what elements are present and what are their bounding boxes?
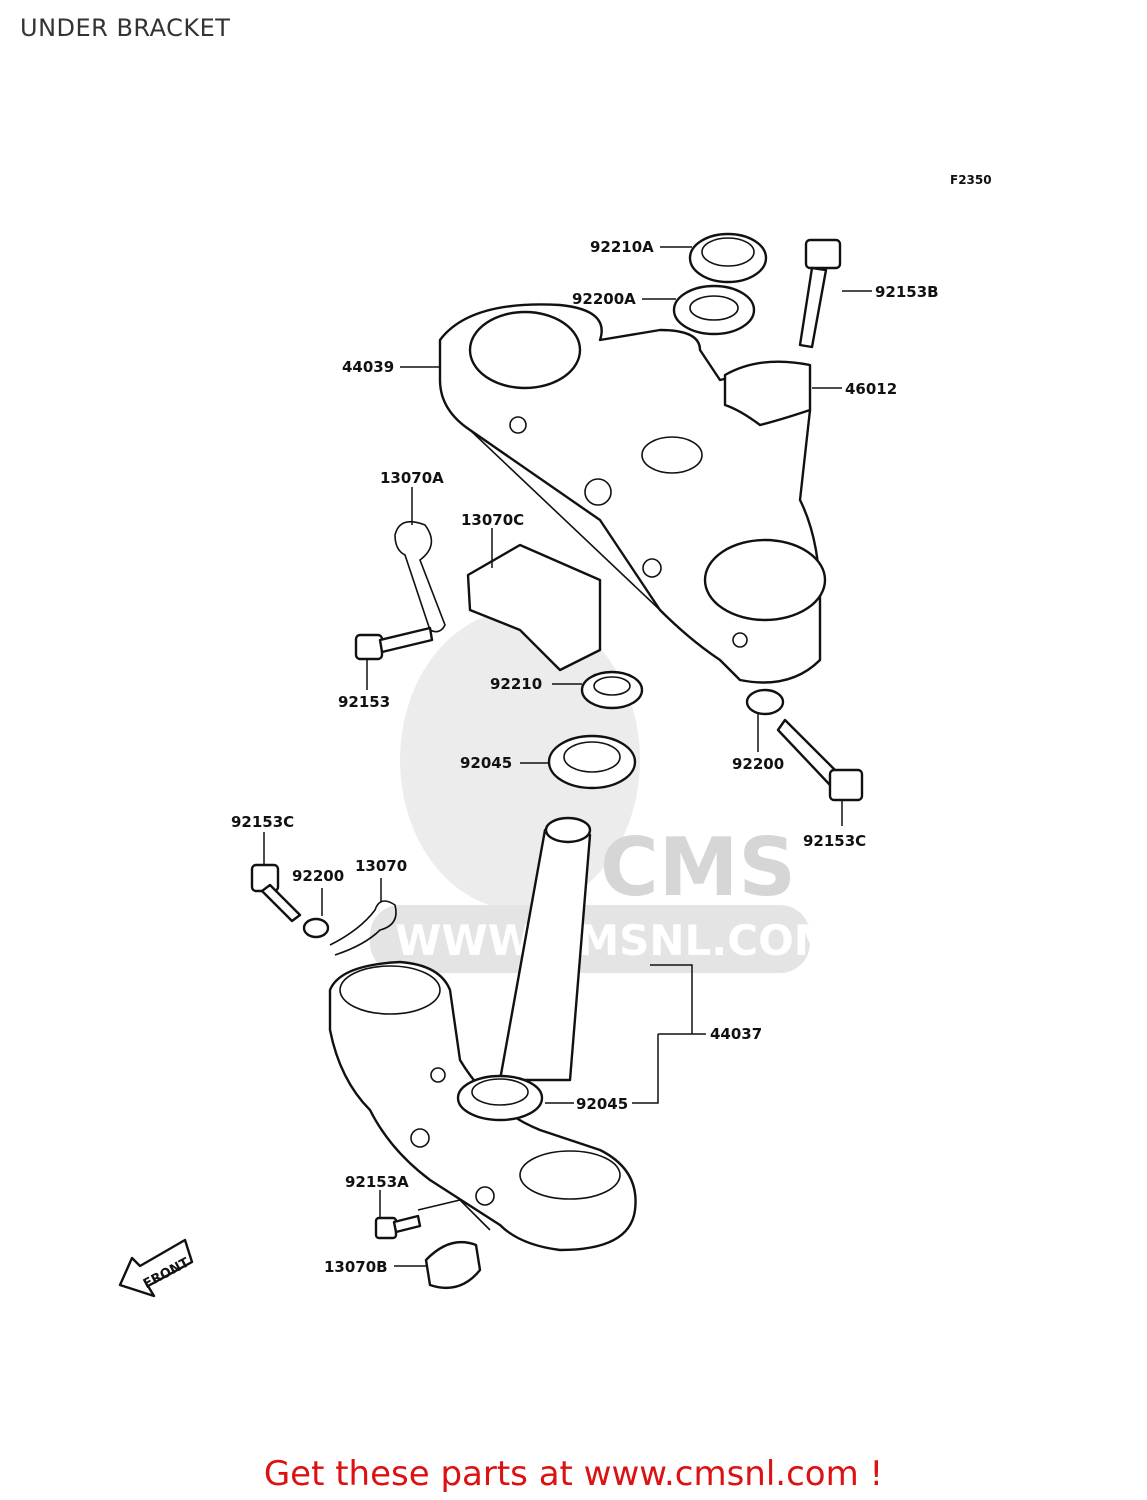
label-92153a: 92153A (345, 1173, 409, 1191)
label-92045-top: 92045 (460, 754, 512, 772)
label-92210a: 92210A (590, 238, 654, 256)
watermark-logo-text: CMS (600, 821, 796, 914)
bolt-92153 (354, 626, 434, 661)
clip-13070a (394, 520, 446, 633)
nut-92210 (580, 670, 644, 710)
label-92045-bottom: 92045 (576, 1095, 628, 1113)
bolt-92153c-left (250, 863, 302, 923)
front-direction-marker: FRONT (118, 1238, 194, 1298)
parts-diagram: CMS WWW.CMSNL.COM F2350 (118, 173, 992, 1298)
label-92153: 92153 (338, 693, 390, 711)
part-labels: 92210A 92200A 92153B 44039 46012 13070A … (231, 238, 939, 1276)
washer-92200a (672, 284, 756, 336)
label-92200: 92200 (732, 755, 784, 773)
label-13070a: 13070A (380, 469, 444, 487)
guide-13070b (417, 1199, 491, 1290)
label-44037: 44037 (710, 1025, 762, 1043)
bolt-92153a (374, 1214, 422, 1240)
bolt-92153b (798, 238, 842, 349)
washer-92200-left (302, 917, 330, 939)
leader-lines (263, 246, 872, 1267)
label-92153c-right: 92153C (803, 832, 866, 850)
holder-46012 (723, 360, 812, 427)
label-46012: 46012 (845, 380, 897, 398)
label-13070b: 13070B (324, 1258, 388, 1276)
label-92153b: 92153B (875, 283, 939, 301)
footer-link[interactable]: Get these parts at www.cmsnl.com ! (263, 1454, 884, 1494)
label-92153c-left: 92153C (231, 813, 294, 831)
label-92200a: 92200A (572, 290, 636, 308)
figure-code: F2350 (950, 173, 992, 187)
guide-13070c (466, 543, 602, 672)
bolt-92153c-right (776, 718, 864, 802)
bearing-92045-top (547, 734, 637, 790)
label-92210: 92210 (490, 675, 542, 693)
label-44039: 44039 (342, 358, 394, 376)
label-13070: 13070 (355, 857, 407, 875)
label-92200-left: 92200 (292, 867, 344, 885)
nut-92210a (688, 232, 768, 284)
clip-13070 (329, 900, 397, 956)
watermark-url-text: WWW.CMSNL.COM (395, 916, 836, 965)
under-bracket-44037 (328, 816, 637, 1252)
label-13070c: 13070C (461, 511, 524, 529)
washer-92200 (745, 688, 785, 716)
page-title: UNDER BRACKET (20, 14, 231, 42)
